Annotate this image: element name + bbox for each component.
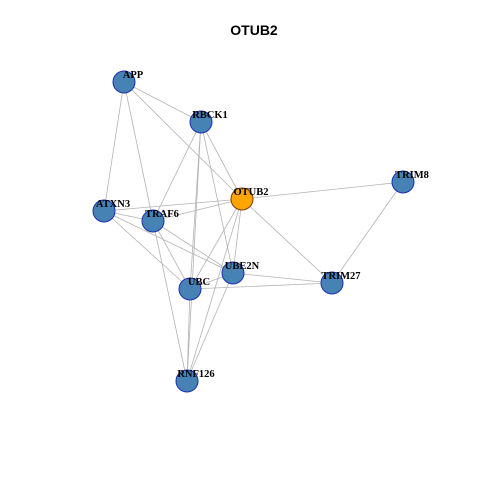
node-circle[interactable] bbox=[221, 261, 245, 285]
node-app[interactable]: APP bbox=[112, 70, 144, 94]
node-label: TRAF6 bbox=[145, 209, 179, 220]
edge-ube2n-trim27 bbox=[232, 272, 333, 284]
edge-layer bbox=[103, 81, 404, 382]
edge-rbck1-rnf126 bbox=[186, 121, 202, 382]
node-atxn3[interactable]: ATXN3 bbox=[92, 199, 130, 223]
edge-otub2-rnf126 bbox=[186, 198, 243, 382]
node-label: TRIM8 bbox=[395, 170, 429, 181]
diagram-title: OTUB2 bbox=[230, 22, 278, 38]
edge-otub2-atxn3 bbox=[103, 198, 243, 212]
node-ube2n[interactable]: UBE2N bbox=[221, 261, 260, 285]
node-label: UBE2N bbox=[225, 261, 260, 272]
edge-rbck1-traf6 bbox=[152, 121, 202, 222]
edge-otub2-ubc bbox=[189, 198, 243, 290]
edge-atxn3-ube2n bbox=[103, 210, 234, 274]
edge-otub2-traf6 bbox=[152, 198, 243, 222]
node-rnf126[interactable]: RNF126 bbox=[175, 369, 215, 393]
node-circle[interactable] bbox=[175, 369, 199, 393]
edge-app-otub2 bbox=[123, 81, 243, 200]
node-traf6[interactable]: TRAF6 bbox=[141, 209, 179, 233]
node-circle[interactable] bbox=[112, 70, 136, 94]
edge-rbck1-ube2n bbox=[200, 121, 234, 274]
node-trim27[interactable]: TRIM27 bbox=[320, 271, 361, 295]
node-label: ATXN3 bbox=[96, 199, 130, 210]
node-label: RNF126 bbox=[177, 369, 214, 380]
edge-traf6-rnf126 bbox=[152, 220, 188, 382]
node-trim8[interactable]: TRIM8 bbox=[391, 170, 429, 194]
node-circle[interactable] bbox=[230, 187, 254, 211]
node-circle[interactable] bbox=[320, 271, 344, 295]
edge-otub2-trim27 bbox=[241, 198, 333, 284]
edge-ube2n-rnf126 bbox=[186, 272, 234, 382]
node-circle[interactable] bbox=[391, 170, 415, 194]
node-circle[interactable] bbox=[178, 277, 202, 301]
node-circle[interactable] bbox=[141, 209, 165, 233]
edge-otub2-trim8 bbox=[241, 181, 404, 200]
node-label: OTUB2 bbox=[233, 187, 268, 198]
edge-app-rbck1 bbox=[123, 81, 202, 123]
node-label: UBC bbox=[188, 277, 210, 288]
node-circle[interactable] bbox=[189, 110, 213, 134]
node-ubc[interactable]: UBC bbox=[178, 277, 210, 301]
node-otub2[interactable]: OTUB2 bbox=[230, 187, 269, 211]
edge-traf6-ubc bbox=[152, 220, 191, 290]
edge-rbck1-otub2 bbox=[200, 121, 243, 200]
edge-ubc-trim27 bbox=[189, 282, 333, 290]
node-rbck1[interactable]: RBCK1 bbox=[189, 110, 228, 134]
edge-trim8-trim27 bbox=[331, 181, 404, 284]
node-label: RBCK1 bbox=[192, 110, 228, 121]
edge-ubc-rnf126 bbox=[186, 288, 191, 382]
edge-traf6-ube2n bbox=[152, 220, 234, 274]
edge-app-traf6 bbox=[123, 81, 154, 222]
node-circle[interactable] bbox=[92, 199, 116, 223]
edge-otub2-ube2n bbox=[232, 198, 243, 274]
edge-app-atxn3 bbox=[103, 81, 125, 212]
node-label: APP bbox=[123, 70, 144, 81]
node-label: TRIM27 bbox=[321, 271, 360, 282]
edge-atxn3-ubc bbox=[103, 210, 191, 290]
